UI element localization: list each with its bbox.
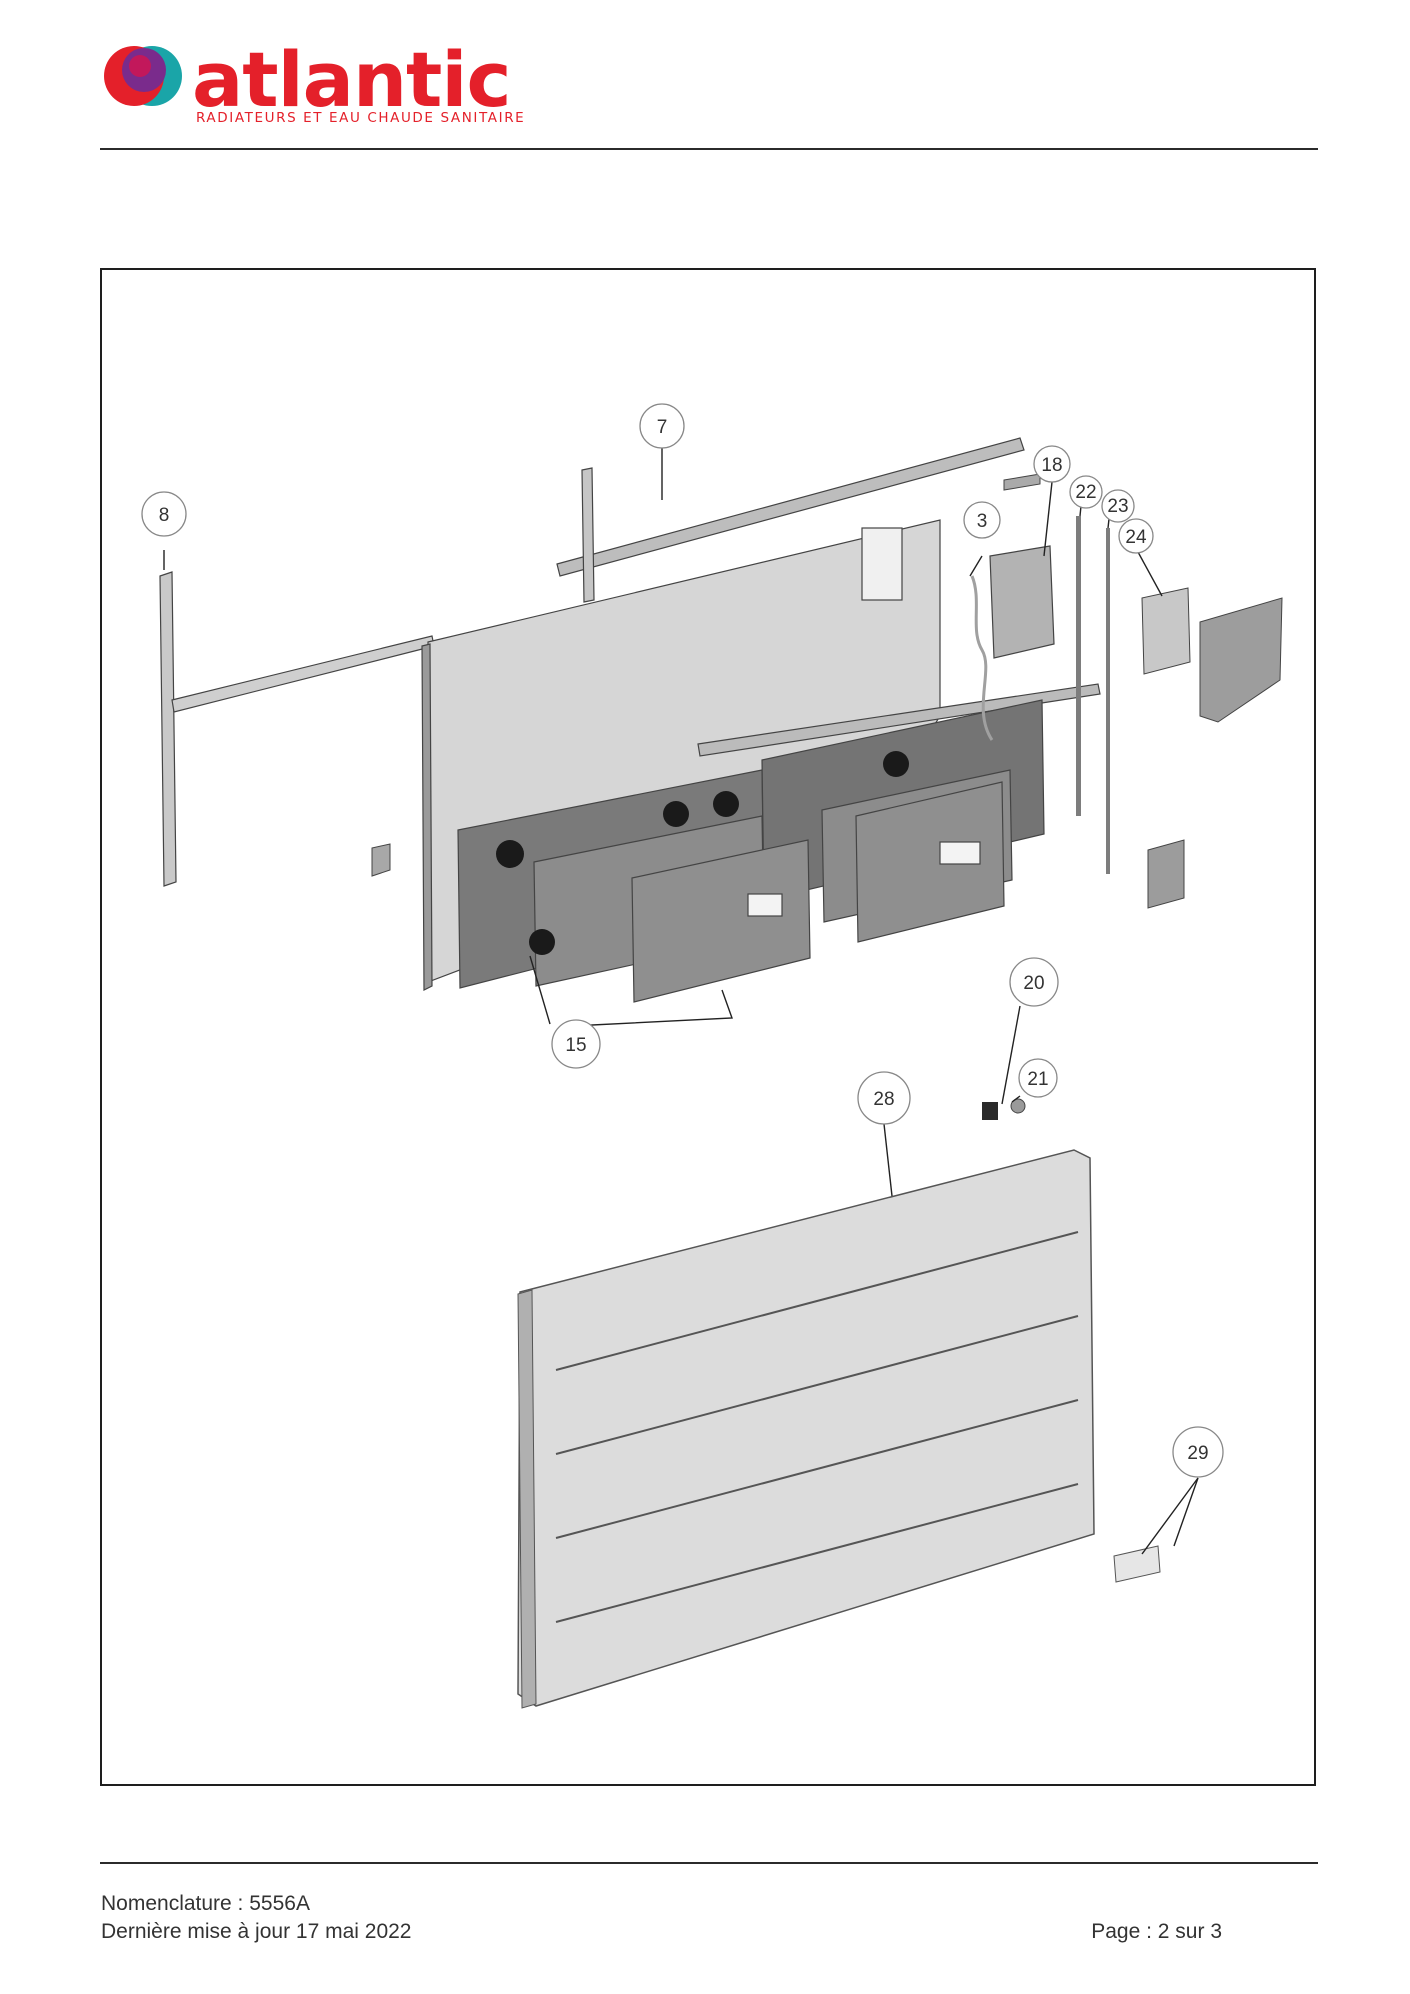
callout-22: 22 <box>1069 475 1103 509</box>
part-side-bracket <box>159 571 177 887</box>
brand-logo: atlantic RADIATEURS ET EAU CHAUDE SANITA… <box>100 30 524 130</box>
callout-24: 24 <box>1118 518 1154 554</box>
part-hinge <box>371 843 391 877</box>
part-clip-plate <box>1113 1545 1161 1583</box>
callout-18-label: 18 <box>1041 455 1062 476</box>
exploded-view-drawing: 7 8 3 18 22 23 24 15 20 21 28 29 <box>141 403 1283 1709</box>
footer-reference: Nomenclature : 5556A <box>101 1892 310 1915</box>
callout-7-label: 7 <box>657 417 668 438</box>
part-top-rail <box>556 437 1025 577</box>
part-long-rail <box>171 635 435 713</box>
callout-29: 29 <box>1172 1426 1224 1478</box>
part-rod-22 <box>1076 516 1081 816</box>
callout-7: 7 <box>639 403 685 449</box>
part-side-cover <box>1199 597 1283 723</box>
callout-18: 18 <box>1033 445 1071 483</box>
atlantic-circles-logo-icon <box>104 46 182 106</box>
callout-23: 23 <box>1101 489 1135 523</box>
callout-3: 3 <box>963 501 1001 539</box>
callout-28-label: 28 <box>873 1089 894 1110</box>
part-top-rail-upright <box>581 467 595 603</box>
callout-15: 15 <box>551 1019 601 1069</box>
footer-divider <box>100 1862 1318 1864</box>
callout-24-label: 24 <box>1125 527 1147 548</box>
footer-updated: Dernière mise à jour 17 mai 2022 <box>101 1920 412 1943</box>
callout-29-label: 29 <box>1187 1443 1208 1464</box>
part-front-panel <box>517 1149 1095 1707</box>
brand-tagline: RADIATEURS ET EAU CHAUDE SANITAIRE <box>196 110 526 126</box>
page-number: Page : 2 sur 3 <box>1091 1920 1222 1943</box>
callout-8: 8 <box>141 491 187 537</box>
callout-20: 20 <box>1009 957 1059 1007</box>
part-plate-window <box>861 527 903 601</box>
part-front-cover-left <box>631 839 811 1003</box>
part-control-clip <box>1003 473 1041 491</box>
part-small-bracket <box>1147 839 1185 909</box>
part-cable <box>970 575 994 741</box>
part-tube <box>697 683 1101 757</box>
exploded-view-frame: 7 8 3 18 22 23 24 15 20 21 28 29 <box>100 268 1316 1786</box>
part-front-cover-right <box>855 781 1005 943</box>
callout-28: 28 <box>857 1071 911 1125</box>
part-knob <box>496 840 524 868</box>
part-back-plate-edge <box>421 643 433 991</box>
callout-3-label: 3 <box>977 511 988 532</box>
part-sensor <box>982 1102 998 1120</box>
part-electronic-box <box>1141 587 1191 675</box>
callout-21: 21 <box>1018 1058 1058 1098</box>
part-control-box <box>989 545 1055 659</box>
callout-20-label: 20 <box>1023 973 1044 994</box>
callout-22-label: 22 <box>1075 482 1096 503</box>
part-rod-23 <box>1106 528 1110 874</box>
header-divider <box>100 148 1318 150</box>
callout-8-label: 8 <box>159 505 170 526</box>
callout-15-label: 15 <box>565 1035 586 1056</box>
callout-23-label: 23 <box>1107 496 1128 517</box>
callout-21-label: 21 <box>1027 1069 1048 1090</box>
brand-name: atlantic <box>192 35 511 124</box>
